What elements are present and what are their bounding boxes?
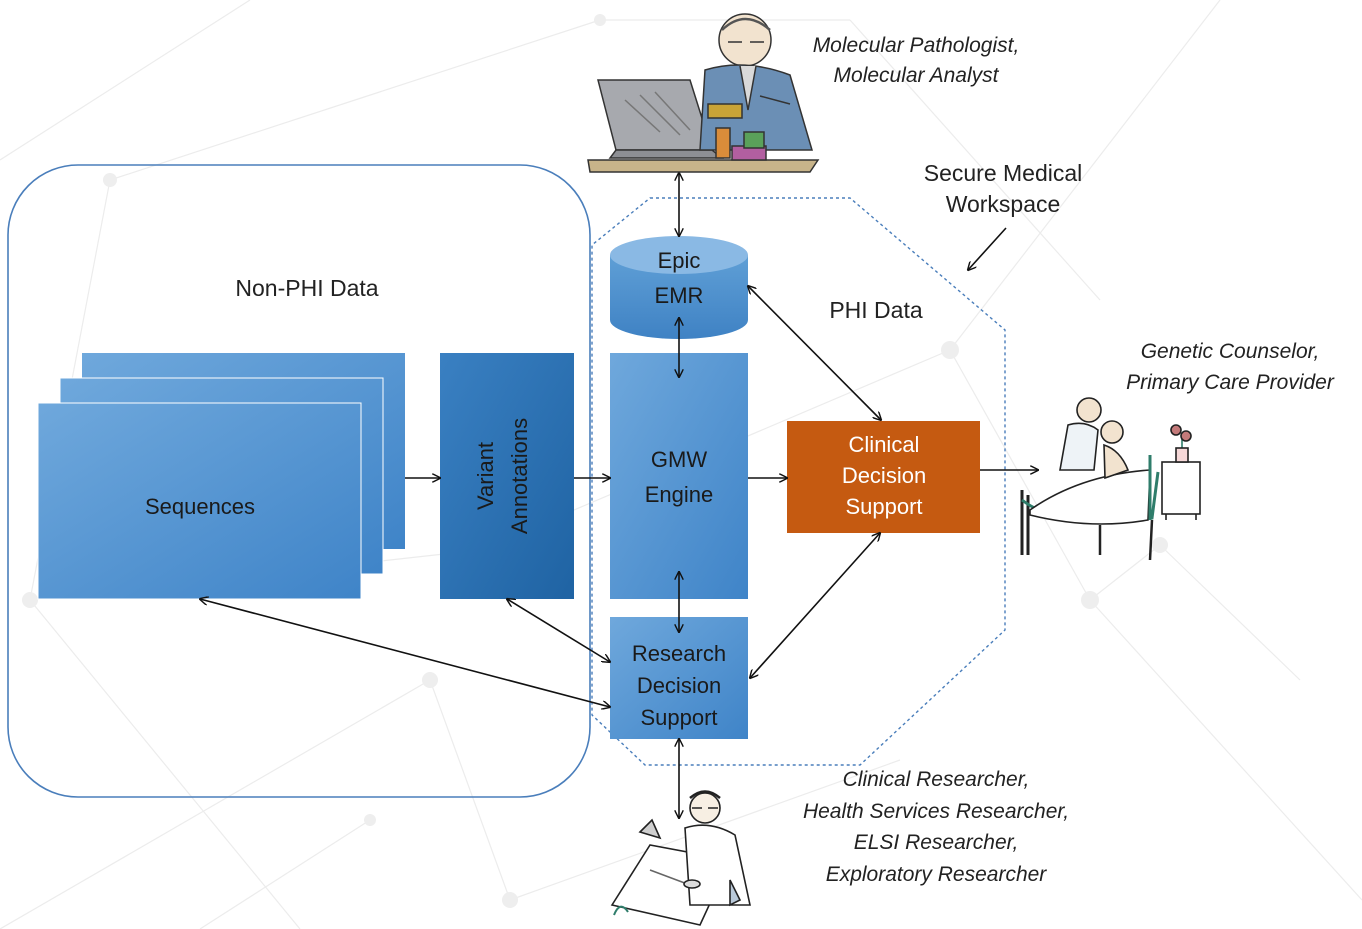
secure-workspace-region xyxy=(591,197,1006,766)
workspace-label-2: Workspace xyxy=(946,191,1061,217)
cds-label-2: Decision xyxy=(842,463,926,488)
workspace-label-1: Secure Medical xyxy=(924,160,1083,186)
gmw-engine-box[interactable] xyxy=(610,353,748,599)
rds-label-2: Decision xyxy=(637,673,721,698)
arrow-sequences-rds xyxy=(200,599,610,707)
cds-label-1: Clinical xyxy=(849,432,920,457)
epic-emr-label-1: Epic xyxy=(658,248,701,273)
pathologist-illustration-icon xyxy=(587,13,820,173)
gmw-engine-label-1: GMW xyxy=(651,447,707,472)
arrow-cds-rds xyxy=(750,533,880,678)
rds-label-3: Support xyxy=(640,705,717,730)
patient-bed-illustration-icon xyxy=(1020,397,1201,561)
variant-annotations-label-2: Annotations xyxy=(507,418,532,534)
phi-label: PHI Data xyxy=(829,297,923,323)
arrow-epic-cds xyxy=(748,286,881,420)
researcher-role-3: ELSI Researcher, xyxy=(854,831,1019,854)
sequences-stack[interactable] xyxy=(37,353,405,600)
sequences-label: Sequences xyxy=(145,494,255,519)
pathologist-role-1: Molecular Pathologist, xyxy=(813,34,1020,57)
arrow-workspace-pointer xyxy=(968,227,1007,270)
epic-emr-cylinder[interactable] xyxy=(610,236,748,339)
researcher-role-4: Exploratory Researcher xyxy=(826,863,1048,886)
researcher-role-2: Health Services Researcher, xyxy=(803,800,1069,823)
counselor-role-2: Primary Care Provider xyxy=(1126,371,1335,394)
cds-label-3: Support xyxy=(845,494,922,519)
counselor-role-1: Genetic Counselor, xyxy=(1141,340,1320,363)
non-phi-region xyxy=(7,164,591,798)
clinical-decision-support-box[interactable] xyxy=(787,421,980,533)
research-decision-support-box[interactable] xyxy=(610,617,748,739)
connectors xyxy=(200,173,1038,818)
variant-annotations-label-1: Variant xyxy=(473,442,498,510)
researcher-illustration-icon xyxy=(610,790,751,926)
rds-label-1: Research xyxy=(632,641,726,666)
arrow-variant-rds xyxy=(507,599,610,662)
epic-emr-label-2: EMR xyxy=(655,283,704,308)
variant-annotations-box[interactable] xyxy=(440,353,574,599)
non-phi-label: Non-PHI Data xyxy=(235,275,378,301)
pathologist-role-2: Molecular Analyst xyxy=(834,64,1000,87)
gmw-engine-label-2: Engine xyxy=(645,482,714,507)
researcher-role-1: Clinical Researcher, xyxy=(843,768,1030,791)
